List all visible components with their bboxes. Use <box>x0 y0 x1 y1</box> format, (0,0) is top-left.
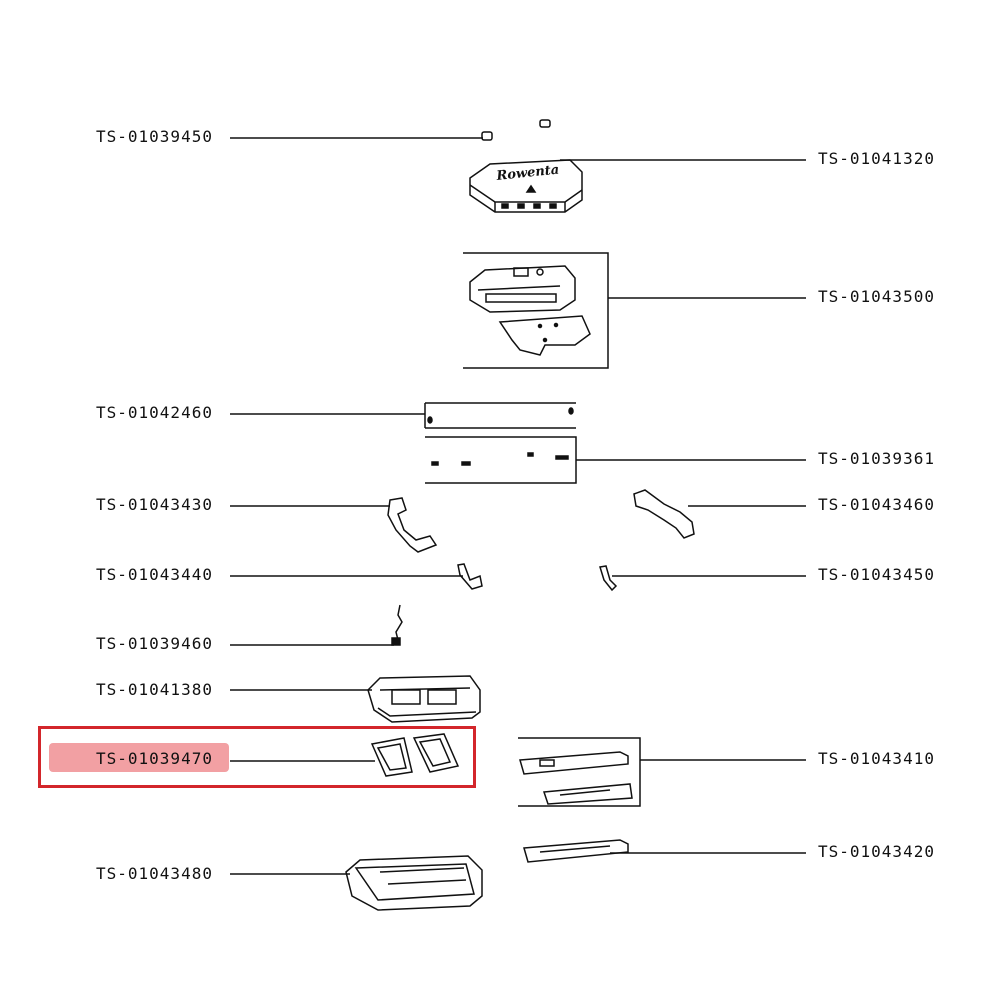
part-label-ts-01043500[interactable]: TS-01043500 <box>818 287 935 306</box>
right-hinge-part <box>633 489 695 539</box>
thermostat-cable-part <box>391 604 403 646</box>
leader-lines-right <box>560 159 806 854</box>
control-panel-assembly <box>463 252 609 369</box>
screw-set-parts <box>424 402 577 484</box>
part-label-ts-01043460[interactable]: TS-01043460 <box>818 495 935 514</box>
part-label-ts-01043480[interactable]: TS-01043480 <box>96 864 213 883</box>
housing-part <box>367 675 481 723</box>
leader-lines-left <box>230 137 483 875</box>
part-label-ts-01043410[interactable]: TS-01043410 <box>818 749 935 768</box>
part-label-ts-01039450[interactable]: TS-01039450 <box>96 127 213 146</box>
part-label-ts-01039460[interactable]: TS-01039460 <box>96 634 213 653</box>
selected-part-frame <box>38 726 476 788</box>
part-label-ts-01039361[interactable]: TS-01039361 <box>818 449 935 468</box>
left-hinge-part <box>387 497 438 553</box>
bracket-parts <box>457 563 618 592</box>
part-label-ts-01043430[interactable]: TS-01043430 <box>96 495 213 514</box>
selected-label-highlight <box>49 743 229 772</box>
gasket-part <box>370 733 460 777</box>
part-label-ts-01039470[interactable]: TS-01039470 <box>96 749 213 768</box>
circuit-board-part <box>523 839 629 863</box>
part-label-ts-01043440[interactable]: TS-01043440 <box>96 565 213 584</box>
part-label-ts-01041320[interactable]: TS-01041320 <box>818 149 935 168</box>
part-label-ts-01041380[interactable]: TS-01041380 <box>96 680 213 699</box>
part-label-ts-01042460[interactable]: TS-01042460 <box>96 403 213 422</box>
brand-logo: Rowenta <box>495 162 560 184</box>
bottom-plate-part <box>345 855 483 911</box>
part-label-ts-01043420[interactable]: TS-01043420 <box>818 842 935 861</box>
part-label-ts-01043450[interactable]: TS-01043450 <box>818 565 935 584</box>
top-cover-part <box>469 159 583 213</box>
clip-parts <box>481 119 551 141</box>
switch-assembly-part <box>518 737 641 807</box>
